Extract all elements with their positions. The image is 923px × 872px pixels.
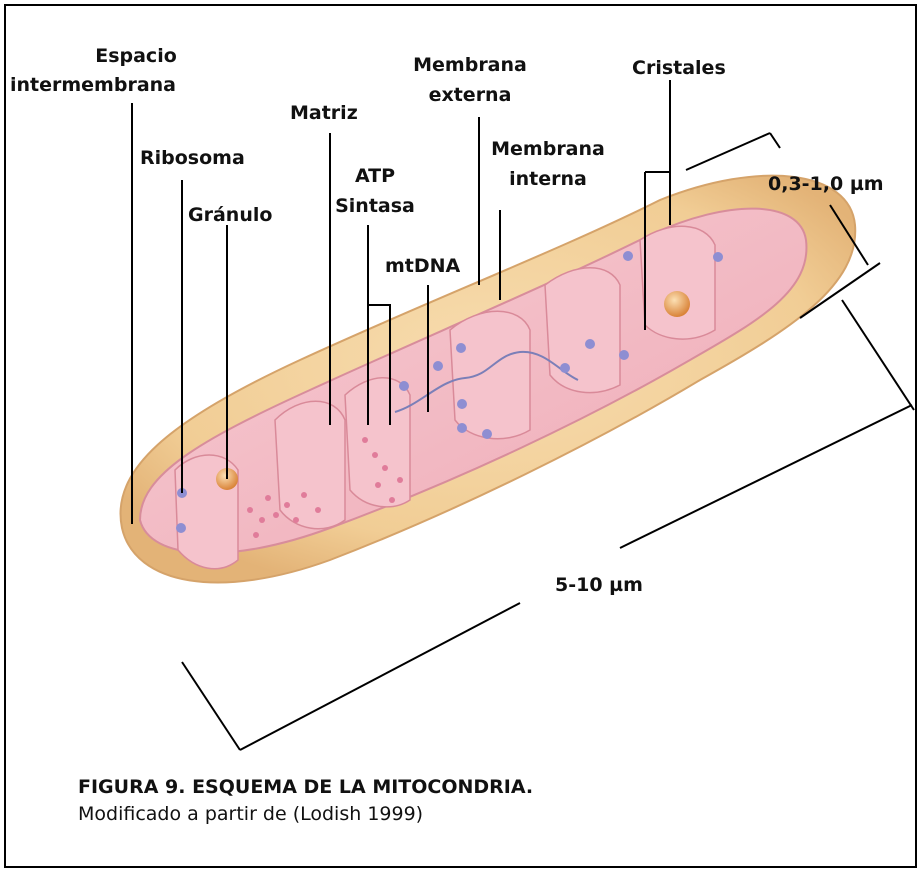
label-espacio-line1: Espacio bbox=[86, 44, 186, 68]
label-width-dimension: 0,3-1,0 µm bbox=[768, 172, 884, 196]
label-atp: ATP bbox=[330, 164, 420, 188]
label-matriz: Matriz bbox=[290, 101, 358, 125]
label-membrana-interna-2: interna bbox=[478, 167, 618, 191]
label-sintasa: Sintasa bbox=[330, 194, 420, 218]
label-length-dimension: 5-10 µm bbox=[555, 573, 643, 597]
granule-right bbox=[664, 291, 690, 317]
label-cristales: Cristales bbox=[632, 56, 726, 80]
label-membrana-externa-2: externa bbox=[400, 83, 540, 107]
label-intermembrana: intermembrana bbox=[10, 73, 176, 97]
label-mtdna: mtDNA bbox=[385, 254, 460, 278]
label-membrana-interna-1: Membrana bbox=[478, 137, 618, 161]
figure-caption-source: Modificado a partir de (Lodish 1999) bbox=[78, 803, 423, 825]
figure-caption-title: FIGURA 9. ESQUEMA DE LA MITOCONDRIA. bbox=[78, 776, 533, 798]
label-granulo: Gránulo bbox=[188, 203, 272, 227]
label-ribosoma: Ribosoma bbox=[140, 146, 245, 170]
label-espacio: Espacio bbox=[86, 44, 186, 68]
label-membrana-externa-1: Membrana bbox=[400, 53, 540, 77]
